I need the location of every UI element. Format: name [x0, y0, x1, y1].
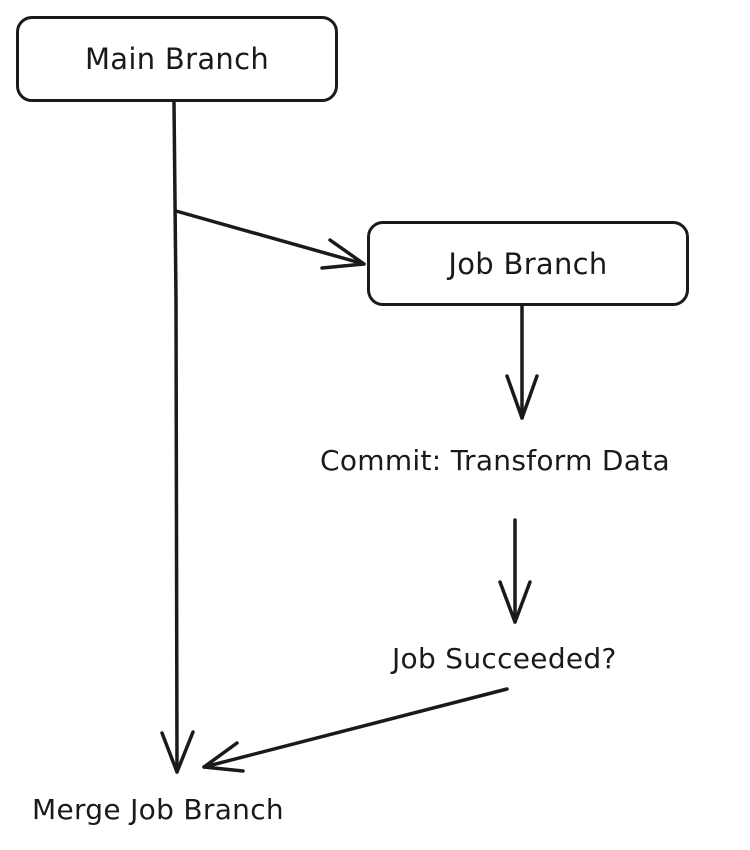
branch-to-job-arrowhead: [320, 238, 366, 270]
branch-to-job-line: [174, 209, 366, 266]
merge-job-branch-label: Merge Job Branch: [32, 793, 284, 826]
main-branch-label: Main Branch: [84, 42, 270, 76]
main-branch-node[interactable]: Main Branch: [16, 16, 338, 102]
merge-arrowhead-main: [160, 730, 195, 774]
job-succeeded-label: Job Succeeded?: [392, 642, 617, 675]
commit-transform-data-label: Commit: Transform Data: [320, 444, 670, 477]
job-branch-label: Job Branch: [448, 246, 608, 281]
job-branch-node[interactable]: Job Branch: [367, 221, 689, 306]
main-branch-line: [172, 100, 179, 774]
success-to-merge-arrowhead: [202, 741, 245, 773]
job-to-commit-arrowhead: [505, 374, 539, 420]
success-to-merge-line: [202, 687, 509, 769]
commit-to-success-arrowhead: [498, 580, 532, 624]
